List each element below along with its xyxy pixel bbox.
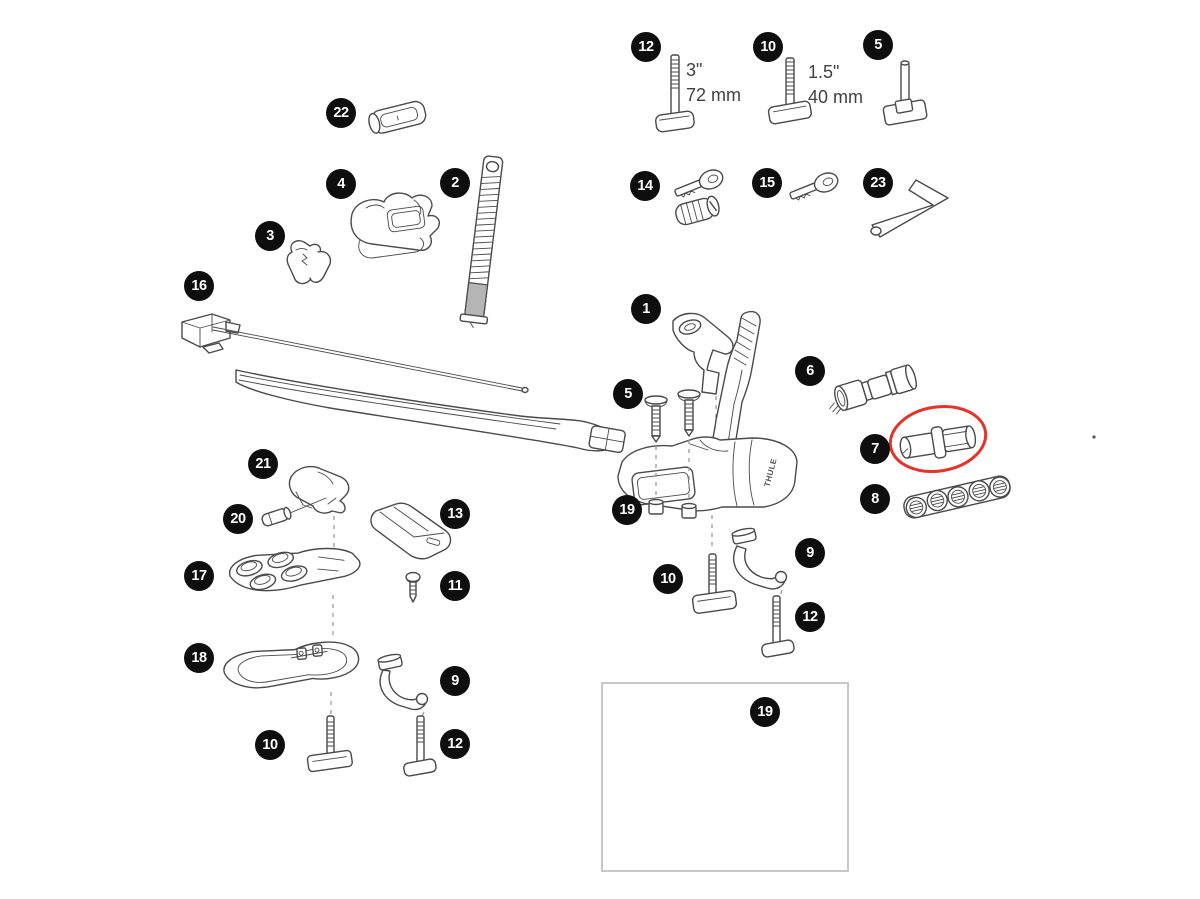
hex-wrench-drawing xyxy=(870,179,949,238)
size-metric: 72 mm xyxy=(686,85,742,105)
callout-12-bottom: 12 xyxy=(440,729,470,759)
clamp-bracket-mid-drawing xyxy=(731,527,788,597)
wedge-block-drawing xyxy=(370,502,452,560)
callout-11: 11 xyxy=(440,571,470,601)
callout-4: 4 xyxy=(326,169,356,199)
latch-hook-drawing xyxy=(288,465,350,514)
clamp-tower-drawing xyxy=(617,310,798,550)
adapter-sleeve-drawing xyxy=(899,425,977,459)
callout-10-bottom: 10 xyxy=(255,730,285,760)
stray-dot xyxy=(1092,435,1096,439)
strap-buckle-drawing xyxy=(368,100,427,134)
callout-2: 2 xyxy=(440,168,470,198)
tbolt-1-5in-drawing xyxy=(767,57,812,125)
pin-drawing xyxy=(261,506,292,527)
callout-10-top: 10 xyxy=(753,32,783,62)
callout-9-mid: 9 xyxy=(795,538,825,568)
callout-22: 22 xyxy=(326,98,356,128)
size-inches: 3" xyxy=(686,60,703,80)
callout-6: 6 xyxy=(795,356,825,386)
wheel-tray-drawing xyxy=(181,313,626,454)
callout-3: 3 xyxy=(255,221,285,251)
bolt-bottom-drawing xyxy=(403,715,437,777)
detail-inset-box xyxy=(601,682,849,872)
callout-16: 16 xyxy=(184,271,214,301)
highlight-circle xyxy=(888,405,988,473)
callout-21: 21 xyxy=(248,449,278,479)
callout-18: 18 xyxy=(184,643,214,673)
callout-5-top: 5 xyxy=(863,30,893,60)
caps-drawing xyxy=(648,498,697,519)
adapter-plate-drawing xyxy=(228,547,361,592)
callout-13: 13 xyxy=(440,499,470,529)
callout-12-mid: 12 xyxy=(795,602,825,632)
lock-key-drawing xyxy=(674,169,724,226)
callout-15: 15 xyxy=(752,168,782,198)
lock-cylinder-strip-drawing xyxy=(903,475,1011,519)
frame-clamp-drawing xyxy=(350,192,440,259)
wheel-strap-drawing xyxy=(459,155,504,328)
tbolt-short-drawing xyxy=(882,60,928,126)
callout-10-mid: 10 xyxy=(653,564,683,594)
callout-5-mid: 5 xyxy=(613,379,643,409)
callout-19-mid: 19 xyxy=(612,495,642,525)
screw-drawing xyxy=(405,571,421,603)
tbolt-mid-drawing xyxy=(691,553,738,614)
callout-23: 23 xyxy=(863,168,893,198)
callout-7: 7 xyxy=(860,434,890,464)
clamp-bracket-bottom-drawing xyxy=(377,653,429,717)
callout-20: 20 xyxy=(223,504,253,534)
tscrews-drawing xyxy=(644,389,701,501)
size-inches: 1.5" xyxy=(808,62,840,82)
callout-12-top: 12 xyxy=(631,32,661,62)
size-label-1-5in: 1.5" 40 mm xyxy=(808,60,863,110)
size-metric: 40 mm xyxy=(808,87,864,107)
tbolt-3in-drawing xyxy=(655,54,695,133)
size-label-3in: 3" 72 mm xyxy=(686,58,741,108)
callout-1: 1 xyxy=(631,294,661,324)
callout-8: 8 xyxy=(860,484,890,514)
callout-9-bottom: 9 xyxy=(440,666,470,696)
clip-drawing xyxy=(286,240,332,285)
exploded-axis-left xyxy=(330,516,335,714)
frame-plate-drawing xyxy=(223,641,360,689)
callout-14: 14 xyxy=(630,171,660,201)
knob-axle-drawing xyxy=(829,364,917,415)
bolt-mid-drawing xyxy=(761,595,795,658)
callout-17: 17 xyxy=(184,561,214,591)
tbolt-bottom-drawing xyxy=(306,715,353,773)
callout-19-inset: 19 xyxy=(750,697,780,727)
key-drawing xyxy=(789,172,839,201)
